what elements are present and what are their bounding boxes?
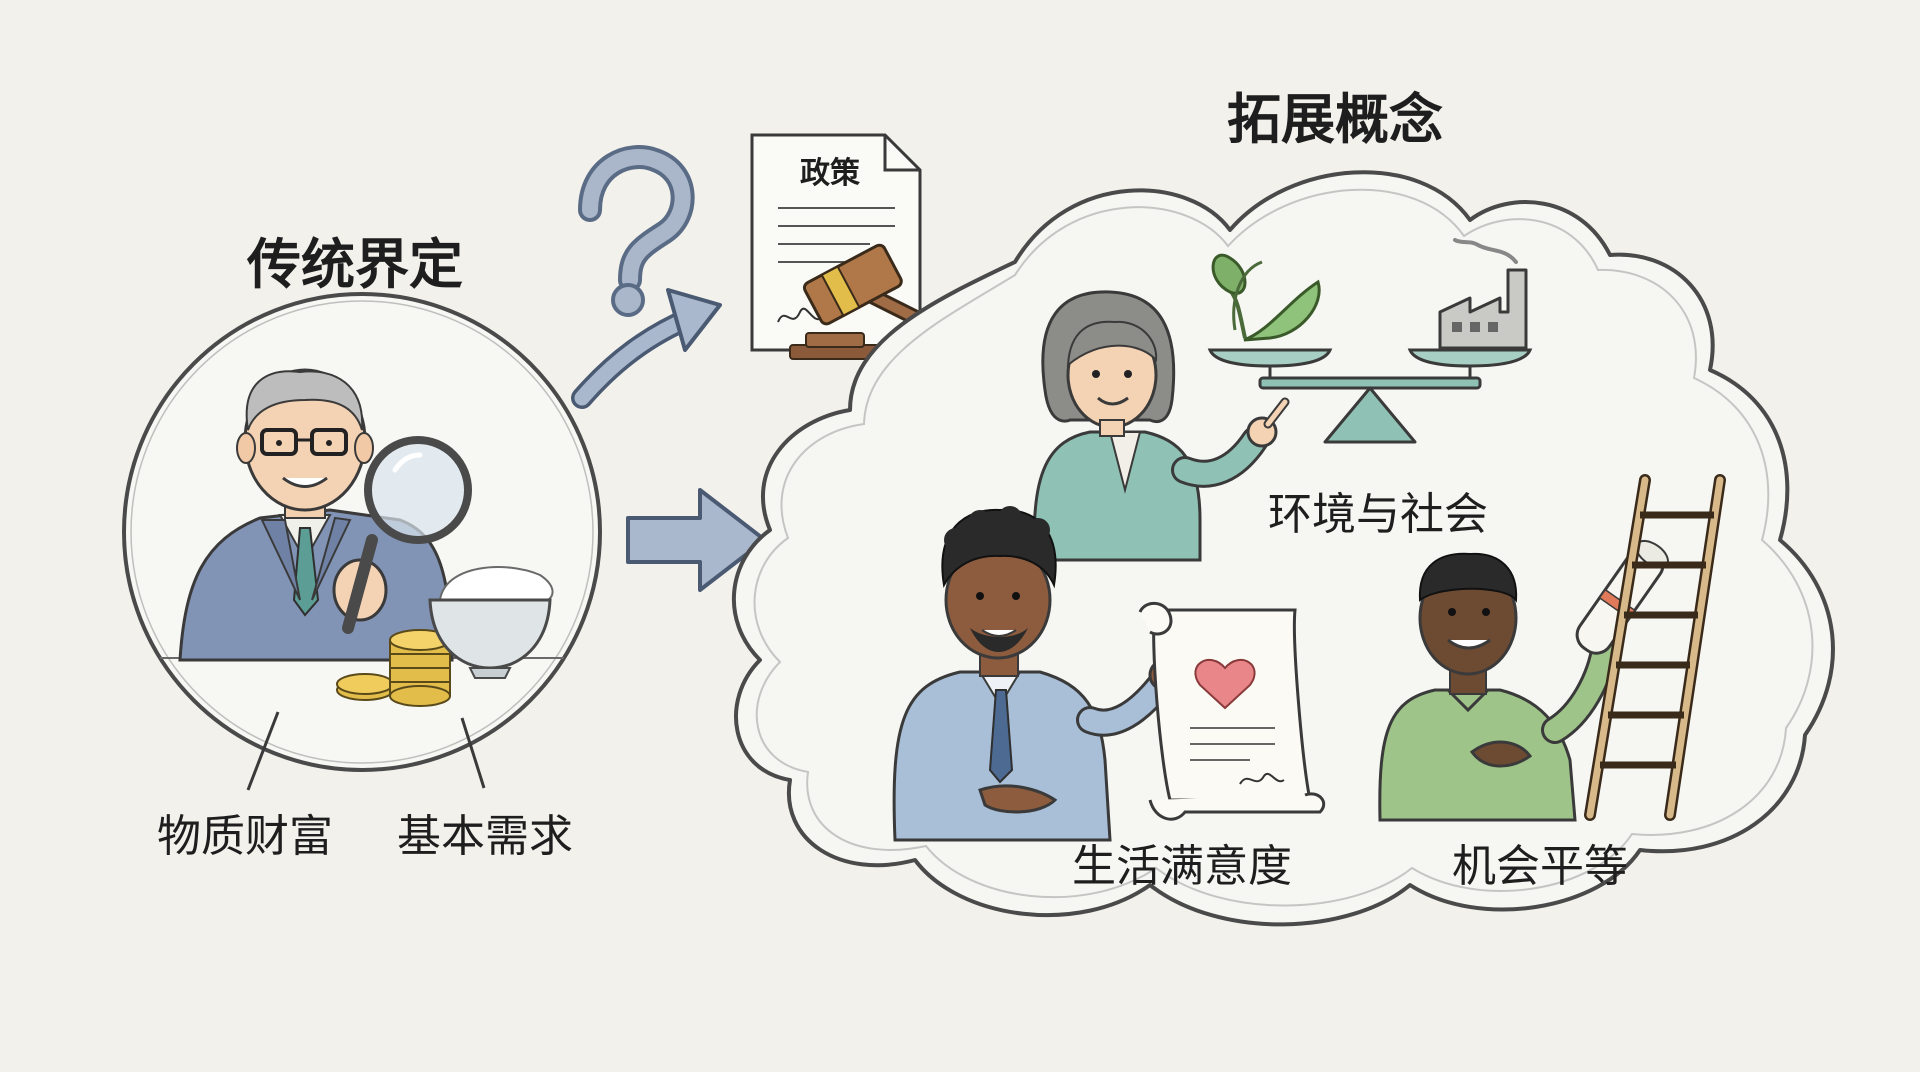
expanded-item-life-satisfaction: 生活满意度 [1072,841,1292,892]
expanded-title: 拓展概念 [1227,88,1443,151]
factory-icon [1438,238,1528,350]
magnifier-icon [342,436,472,634]
leaves-icon [1211,253,1321,342]
man-with-diploma-icon [1378,539,1669,822]
woman-pointing-icon [1032,290,1290,562]
gold-coins-icon [336,629,451,707]
traditional-title: 传统界定 [247,233,463,296]
arrow-icon [571,288,722,409]
traditional-item-material-wealth: 物质财富 [157,811,333,862]
callout-line [246,711,280,791]
question-mark-icon [578,145,695,317]
expanded-item-environment-society: 环境与社会 [1268,489,1488,540]
policy-document-title: 政策 [800,156,860,191]
arrow-icon [626,488,767,592]
traditional-item-basic-needs: 基本需求 [397,811,573,862]
ladder-icon [1584,474,1726,821]
expanded-item-equal-opportunity: 机会平等 [1452,841,1628,892]
balance-scale-icon [1207,348,1533,444]
heart-scroll-icon [1138,601,1326,821]
man-with-scroll-icon [892,506,1182,842]
callout-line [460,717,486,789]
elderly-man-with-magnifier-icon [178,368,454,662]
rice-bowl-icon [428,566,554,679]
